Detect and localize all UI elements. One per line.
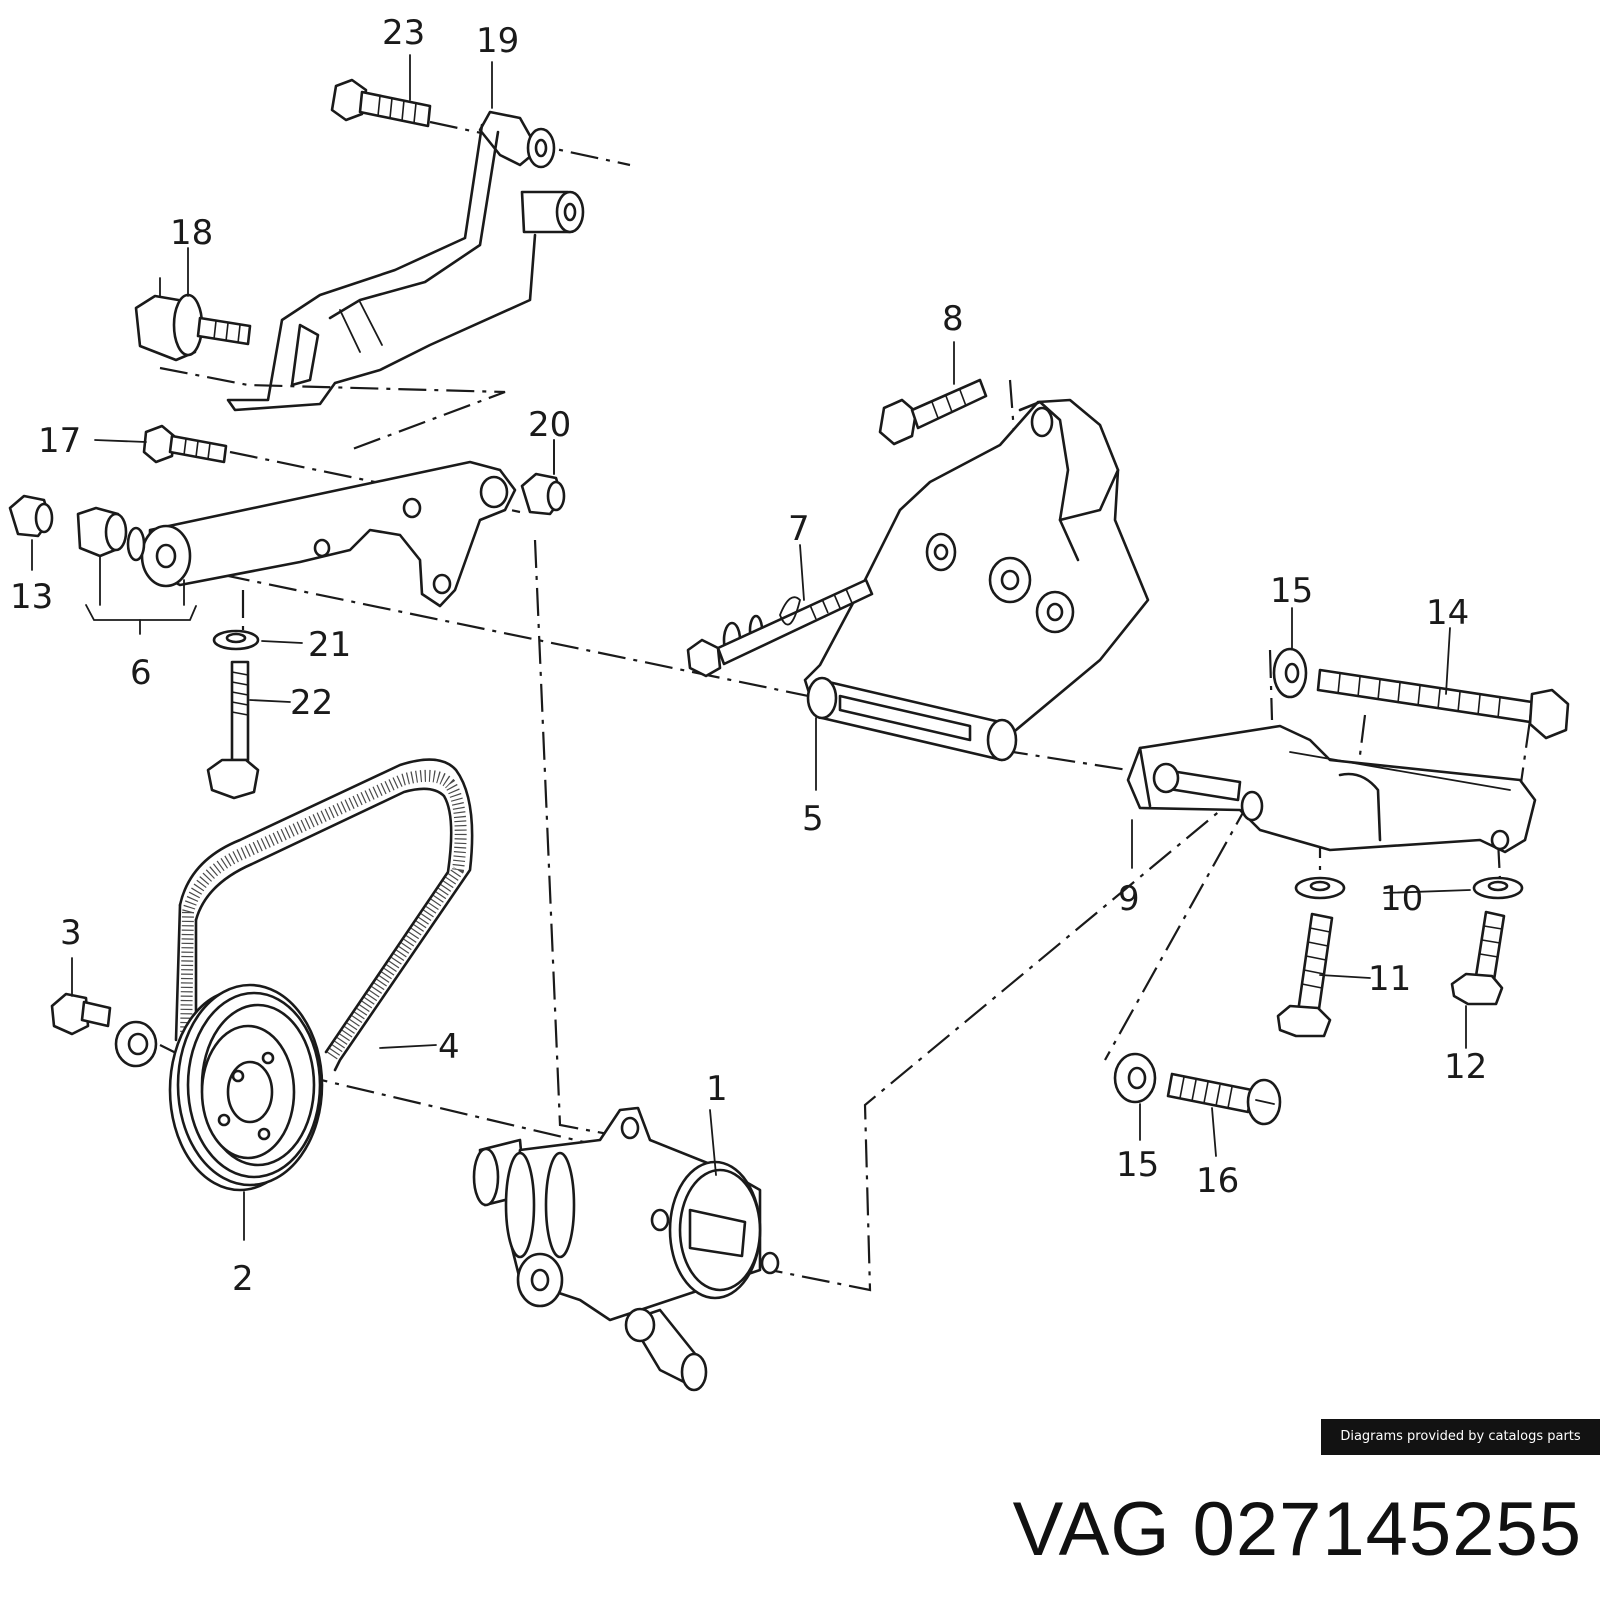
part-20-nut bbox=[520, 439, 566, 516]
callout-1: 1 bbox=[706, 1069, 728, 1109]
part-10-washer bbox=[1294, 876, 1524, 900]
callout-15-top: 15 bbox=[1270, 571, 1313, 611]
callout-18: 18 bbox=[170, 213, 213, 253]
part-2-pulley bbox=[168, 983, 324, 1192]
part-13-nut bbox=[8, 494, 146, 562]
callout-4: 4 bbox=[438, 1027, 460, 1067]
part-12-bolt bbox=[1450, 910, 1506, 1006]
part-23-hex-bolt bbox=[330, 78, 432, 128]
part-number-label: VAG 027145255 bbox=[1012, 1487, 1582, 1572]
part-8-flange-bolt bbox=[878, 378, 988, 446]
callout-5: 5 bbox=[802, 799, 824, 839]
callout-15-bottom: 15 bbox=[1116, 1145, 1159, 1185]
part-22-bolt bbox=[206, 660, 260, 800]
callout-17: 17 bbox=[38, 421, 81, 461]
callout-10: 10 bbox=[1380, 879, 1423, 919]
part-16-screw bbox=[1166, 1072, 1282, 1126]
diagram-credit-badge: Diagrams provided by catalogs parts bbox=[1321, 1419, 1600, 1455]
callout-19: 19 bbox=[476, 21, 519, 61]
part-4-v-belt bbox=[174, 758, 474, 1072]
callout-9: 9 bbox=[1118, 879, 1140, 919]
part-14-long-bolt bbox=[1316, 668, 1570, 740]
callout-2: 2 bbox=[232, 1259, 254, 1299]
callout-22: 22 bbox=[290, 683, 333, 723]
part-7-long-bolt bbox=[686, 578, 874, 678]
part-15-washer-top bbox=[1272, 647, 1308, 699]
callout-6: 6 bbox=[130, 653, 152, 693]
callout-14: 14 bbox=[1426, 593, 1469, 633]
part-6-tension-arm bbox=[85, 460, 517, 635]
part-1-steering-pump bbox=[472, 1106, 780, 1392]
part-9-lower-bracket bbox=[1126, 724, 1537, 854]
leader-lines bbox=[31, 54, 1471, 1241]
callout-3: 3 bbox=[60, 913, 82, 953]
callout-11: 11 bbox=[1368, 959, 1411, 999]
callout-12: 12 bbox=[1444, 1047, 1487, 1087]
part-15-washer-bottom bbox=[1113, 1052, 1157, 1104]
callout-16: 16 bbox=[1196, 1161, 1239, 1201]
part-17-hex-bolt bbox=[142, 424, 228, 464]
part-3-bolt-washer bbox=[50, 992, 158, 1068]
callout-20: 20 bbox=[528, 405, 571, 445]
part-18-bolt-bushing bbox=[134, 277, 252, 362]
callout-7: 7 bbox=[788, 509, 810, 549]
callout-23: 23 bbox=[382, 13, 425, 53]
part-5-main-bracket bbox=[803, 398, 1150, 762]
callout-8: 8 bbox=[942, 299, 964, 339]
part-11-bolt bbox=[1276, 912, 1334, 1038]
callout-13: 13 bbox=[10, 577, 53, 617]
callout-21: 21 bbox=[308, 625, 351, 665]
part-21-washer bbox=[212, 629, 260, 651]
part-19-upper-bracket bbox=[226, 110, 585, 412]
callout-labels: 1 2 3 4 5 6 7 8 9 10 11 12 13 14 15 15 1… bbox=[10, 13, 1487, 1299]
